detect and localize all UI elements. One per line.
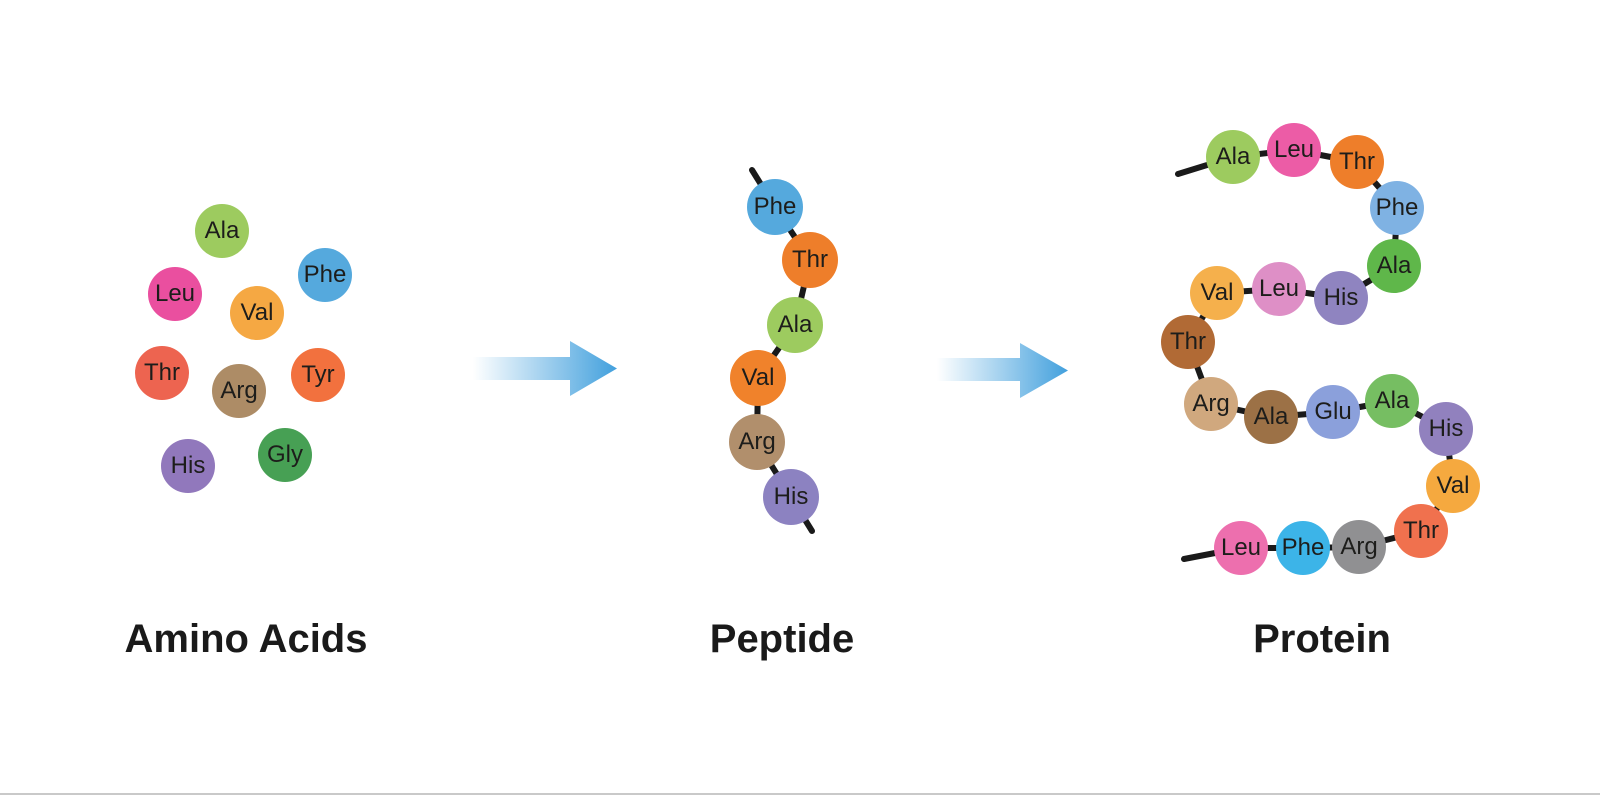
- residue-ala: Ala: [1206, 130, 1260, 184]
- residue-tyr: Tyr: [291, 348, 345, 402]
- bottom-border-line: [0, 793, 1600, 795]
- residue-thr: Thr: [1394, 504, 1448, 558]
- residue-thr: Thr: [782, 232, 838, 288]
- residue-arg: Arg: [212, 364, 266, 418]
- residue-arg: Arg: [729, 414, 785, 470]
- residue-leu: Leu: [1252, 262, 1306, 316]
- residue-val: Val: [230, 286, 284, 340]
- residue-his: His: [1419, 402, 1473, 456]
- residue-ala: Ala: [195, 204, 249, 258]
- residue-ala: Ala: [1365, 374, 1419, 428]
- residue-ala: Ala: [767, 297, 823, 353]
- residue-ala: Ala: [1367, 239, 1421, 293]
- residue-arg: Arg: [1332, 520, 1386, 574]
- residue-leu: Leu: [1214, 521, 1268, 575]
- residue-his: His: [1314, 271, 1368, 325]
- residue-his: His: [763, 469, 819, 525]
- amino-acids-title: Amino Acids: [124, 617, 368, 661]
- residue-arg: Arg: [1184, 377, 1238, 431]
- residue-val: Val: [730, 350, 786, 406]
- residue-phe: Phe: [747, 179, 803, 235]
- residue-thr: Thr: [1330, 135, 1384, 189]
- protein-title: Protein: [1253, 617, 1391, 661]
- residue-phe: Phe: [1370, 181, 1424, 235]
- residue-thr: Thr: [1161, 315, 1215, 369]
- residue-his: His: [161, 439, 215, 493]
- residue-phe: Phe: [1276, 521, 1330, 575]
- peptide-title: Peptide: [709, 617, 855, 661]
- arrow-right-icon: [473, 341, 617, 396]
- residue-val: Val: [1190, 266, 1244, 320]
- residue-leu: Leu: [1267, 123, 1321, 177]
- residue-gly: Gly: [258, 428, 312, 482]
- residue-glu: Glu: [1306, 385, 1360, 439]
- residue-ala: Ala: [1244, 390, 1298, 444]
- residue-leu: Leu: [148, 267, 202, 321]
- residue-phe: Phe: [298, 248, 352, 302]
- residue-val: Val: [1426, 459, 1480, 513]
- residue-thr: Thr: [135, 346, 189, 400]
- arrow-right-icon: [937, 343, 1068, 398]
